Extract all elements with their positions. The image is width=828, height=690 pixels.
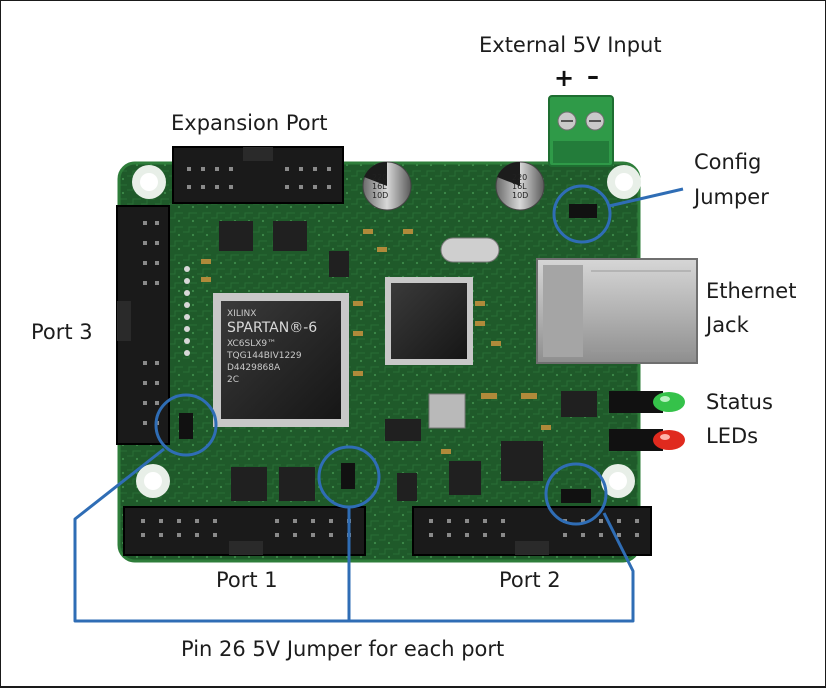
fpga-grade: 2C xyxy=(227,375,240,385)
status-leds xyxy=(609,391,685,451)
status-label-line2: LEDs xyxy=(706,424,759,448)
port2-jumper-circle xyxy=(544,462,608,526)
right-cap-mark-3: 10D xyxy=(512,191,529,200)
crystal-oscillator xyxy=(440,237,500,263)
config-label-line2: Jumper xyxy=(694,185,769,209)
right-cap-mark-2: 16L xyxy=(512,182,527,191)
power-terminal-block xyxy=(548,95,614,167)
minus-sign: – xyxy=(587,62,599,90)
fpga-code1: TQG144BIV1229 xyxy=(227,351,302,361)
external-input-label: External 5V Input xyxy=(479,33,662,57)
fpga-code2: D4429868A xyxy=(227,363,281,373)
ethernet-label-line1: Ethernet xyxy=(706,279,797,303)
mounting-holes xyxy=(132,165,641,498)
fpga-brand: XILINX xyxy=(227,309,257,319)
left-cap-mark-3: 10D xyxy=(372,191,389,200)
callout-lines xyxy=(73,187,684,623)
port2-label: Port 2 xyxy=(499,568,561,592)
fpga-family: SPARTAN®-6 xyxy=(227,320,318,336)
small-ics xyxy=(219,221,597,501)
status-label-line1: Status xyxy=(706,390,773,414)
port3-label: Port 3 xyxy=(31,320,93,344)
fpga-chip xyxy=(213,293,349,427)
left-cap-mark-2: 16L xyxy=(372,182,387,191)
pin26-caption: Pin 26 5V Jumper for each port xyxy=(181,637,505,661)
fpga-part: XC6SLX9™ xyxy=(227,339,277,349)
port1-header xyxy=(123,506,366,556)
jumpers xyxy=(179,204,597,503)
plus-sign: + xyxy=(554,64,575,92)
electrolytic-capacitors xyxy=(362,161,545,211)
left-cap-mark-1: 220 xyxy=(372,173,388,182)
ethernet-label-line2: Jack xyxy=(706,313,749,337)
port1-label: Port 1 xyxy=(216,568,278,592)
led-column xyxy=(184,266,190,356)
oscillator-can xyxy=(428,393,466,429)
port2-header xyxy=(412,506,652,556)
right-cap-mark-1: 220 xyxy=(512,173,528,182)
config-jumper-leader xyxy=(608,187,684,208)
port3-header xyxy=(116,205,170,445)
expansion-port-header xyxy=(172,146,344,204)
port3-jumper-circle xyxy=(154,393,218,457)
ethernet-controller-chip xyxy=(385,277,473,365)
passive-components xyxy=(201,229,551,454)
config-jumper-circle xyxy=(552,184,612,244)
pin26-bracket xyxy=(73,447,635,623)
config-label-line1: Config xyxy=(694,150,762,174)
ethernet-jack xyxy=(536,258,698,364)
expansion-port-label: Expansion Port xyxy=(171,111,328,135)
